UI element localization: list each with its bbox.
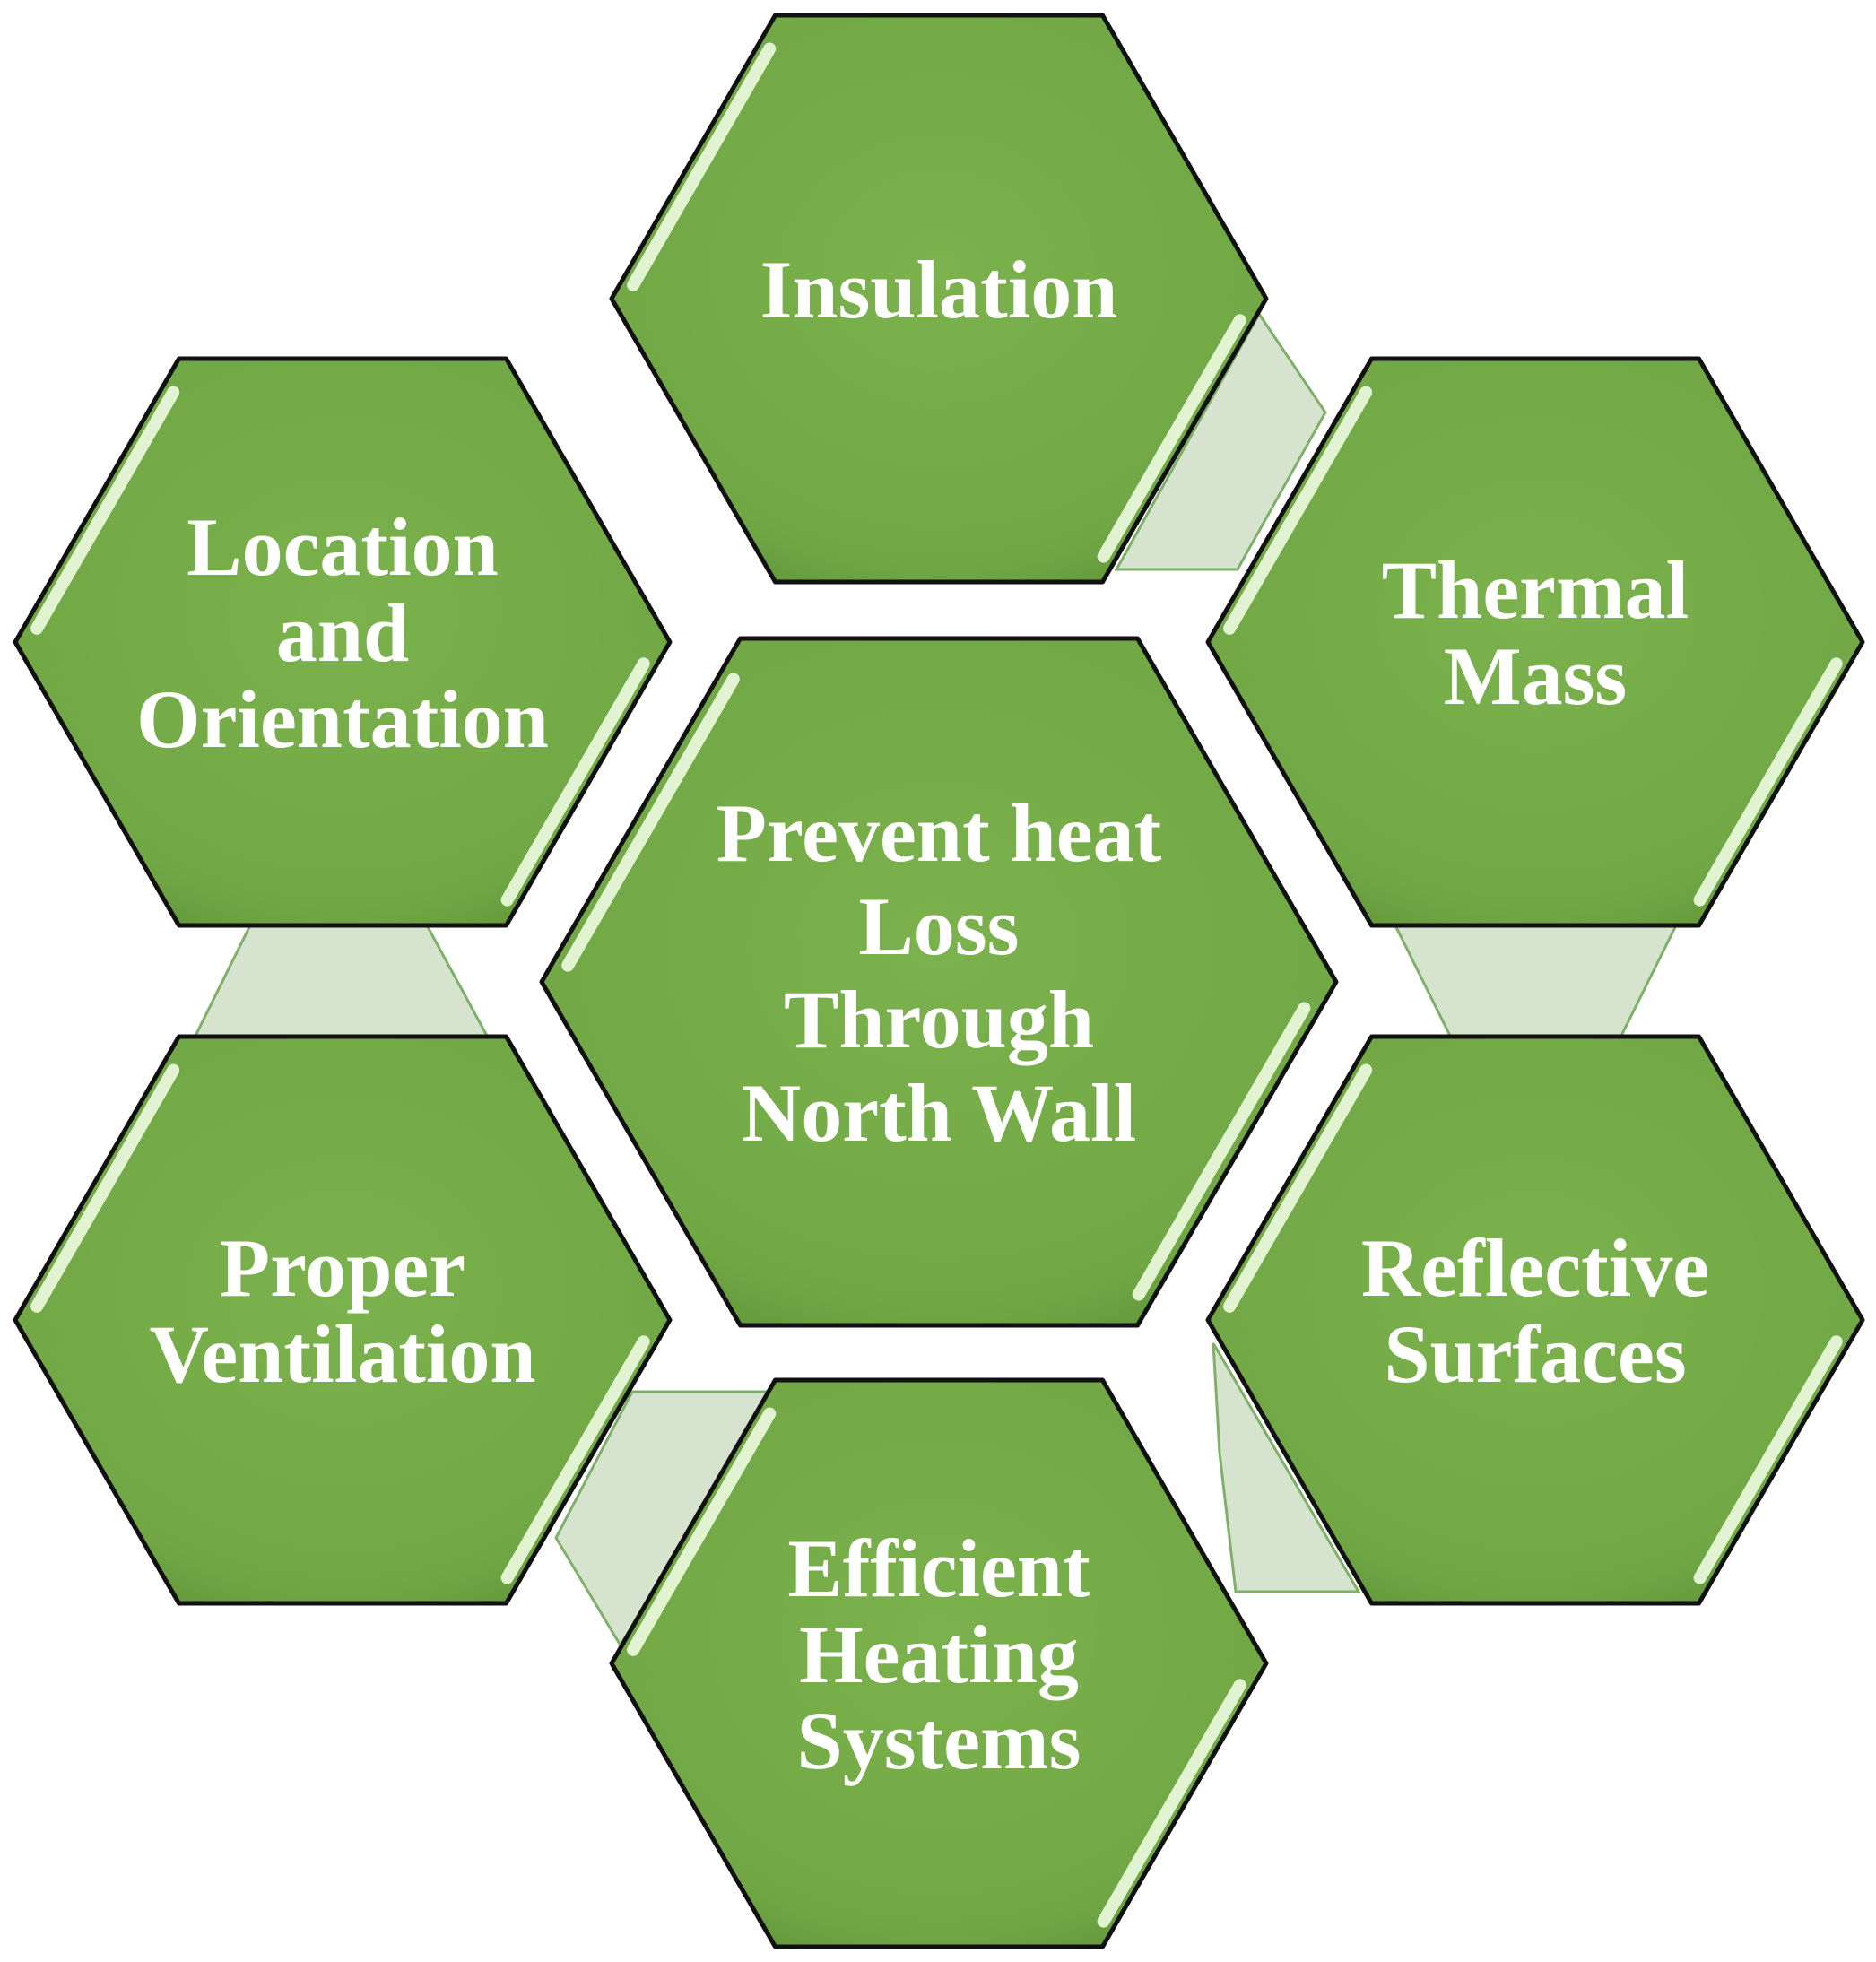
hexagon-shine-upper-left-insulation [627,42,777,291]
hexagon-label-center-line-2: Loss [859,881,1020,972]
hexagon-shine-upper-left-thermal-mass [1223,386,1373,635]
hexagon-shine-lower-right-efficient-heating-systems [1097,1679,1246,1928]
hexagon-layer: InsulationThermalMassReflectiveSurfacesE… [13,13,1865,1949]
hexagon-label-insulation-line-1: Insulation [760,244,1118,335]
hexagon-label-efficient-heating-systems-line-3: Systems [797,1695,1081,1786]
hexagon-shine-upper-left-center [561,673,740,972]
hexagon-shine-upper-left-location-and-orientation [30,386,180,635]
hexagon-shape-thermal-mass [1205,356,1865,928]
hexagon-label-location-and-orientation-line-1: Location [187,501,499,593]
hexagon-shape-proper-ventilation [13,1034,673,1606]
hexagon-label-center-line-1: Prevent heat [717,787,1162,879]
hexagon-shine-lower-right-proper-ventilation [500,1335,650,1584]
hexagon-shine-lower-right-reflective-surfaces [1693,1335,1843,1584]
hexagon-shine-lower-right-center [1132,1002,1311,1301]
connector-reflective-efficient [1212,1342,1361,1593]
hexagon-label-reflective-surfaces-line-2: Surfaces [1384,1308,1686,1400]
connector-ventilation-location [193,922,490,1037]
connector-thermal-mass-reflective [1392,922,1680,1037]
hexagon-label-center-line-3: Through [784,974,1094,1065]
hexagon-insulation: Insulation [609,13,1269,585]
hexagon-label-efficient-heating-systems-line-1: Efficient [787,1523,1090,1614]
hexagon-shape-center [539,636,1339,1328]
hexagon-shape-reflective-surfaces [1205,1034,1865,1606]
hexagon-shine-lower-right-thermal-mass [1693,657,1843,907]
hexagon-label-proper-ventilation-line-2: Ventilation [149,1308,535,1400]
hexagon-label-location-and-orientation-line-3: Orientation [136,673,549,765]
connector-insulation-thermal-mass [1114,311,1327,571]
hexagon-shine-upper-left-reflective-surfaces [1223,1063,1373,1313]
hexagon-shape-efficient-heating-systems [609,1377,1269,1949]
hexagon-label-proper-ventilation-line-1: Proper [220,1222,465,1314]
hexagon-shine-lower-right-location-and-orientation [500,657,650,907]
hexagon-shine-upper-left-efficient-heating-systems [627,1407,777,1656]
connector-layer [193,311,1680,1648]
hexagon-label-location-and-orientation-line-2: and [276,587,409,679]
hexagon-shape-insulation [609,13,1269,585]
hexagon-shape-location-and-orientation [13,356,673,928]
hexagon-label-reflective-surfaces-line-1: Reflective [1361,1222,1709,1314]
hexagon-label-thermal-mass-line-2: Mass [1444,630,1627,722]
hexagon-shine-lower-right-insulation [1097,314,1246,563]
hexagon-shine-upper-left-proper-ventilation [30,1063,180,1313]
hexagon-label-efficient-heating-systems-line-2: Heating [799,1609,1079,1700]
hexagon-label-thermal-mass-line-1: Thermal [1382,544,1689,636]
hexagon-label-center-line-4: North Wall [742,1067,1136,1159]
